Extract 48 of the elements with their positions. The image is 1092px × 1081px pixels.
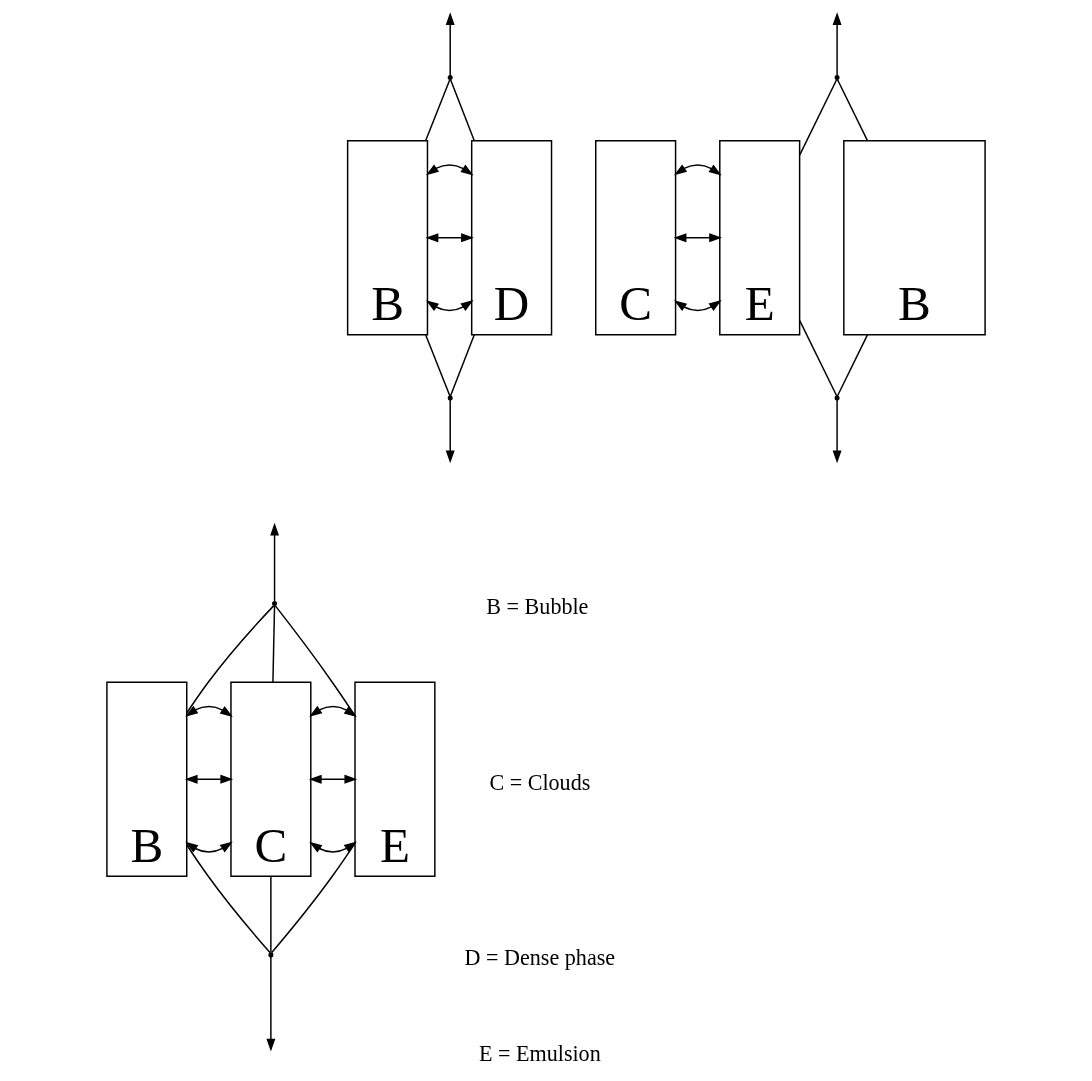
node-point <box>447 395 453 401</box>
connector <box>274 605 356 717</box>
arrow <box>832 399 842 464</box>
arrow <box>266 955 276 1052</box>
arrow <box>445 399 455 464</box>
node-box: B <box>346 140 429 336</box>
label: B = Bubble <box>486 593 589 619</box>
arrow <box>445 12 455 77</box>
node-box: B <box>843 140 986 336</box>
arrow <box>673 233 722 243</box>
connector <box>799 319 838 397</box>
arrow <box>185 705 233 717</box>
label: C = Clouds <box>489 769 591 795</box>
connector <box>186 844 271 954</box>
connector <box>272 605 276 683</box>
arrow <box>832 12 842 77</box>
node-point <box>834 75 840 81</box>
connector <box>449 79 475 142</box>
node-point <box>268 952 274 958</box>
arrow <box>425 300 474 312</box>
connector <box>424 334 451 397</box>
arrow <box>674 300 722 312</box>
arrow <box>270 522 280 603</box>
node-box: B <box>106 681 188 877</box>
node-point <box>834 395 840 401</box>
connector <box>836 334 869 397</box>
node-box: C <box>230 681 312 877</box>
arrow <box>674 164 722 176</box>
connector <box>186 605 275 714</box>
connector <box>270 875 272 954</box>
arrow <box>309 705 357 717</box>
arrow <box>425 233 474 243</box>
label: D = Dense phase <box>464 945 616 971</box>
node-point <box>447 75 453 81</box>
connector <box>449 334 476 397</box>
node-box: C <box>595 140 677 336</box>
arrow <box>185 841 233 853</box>
arrow <box>308 774 358 784</box>
connector <box>425 79 451 142</box>
arrow <box>184 774 234 784</box>
connector <box>799 79 838 156</box>
node-point <box>272 601 278 607</box>
node-box: E <box>719 140 801 336</box>
connector <box>836 79 869 142</box>
node-box: D <box>470 140 553 336</box>
arrow <box>425 164 474 176</box>
node-box: E <box>354 681 436 877</box>
label: E = Emulsion <box>479 1040 601 1066</box>
